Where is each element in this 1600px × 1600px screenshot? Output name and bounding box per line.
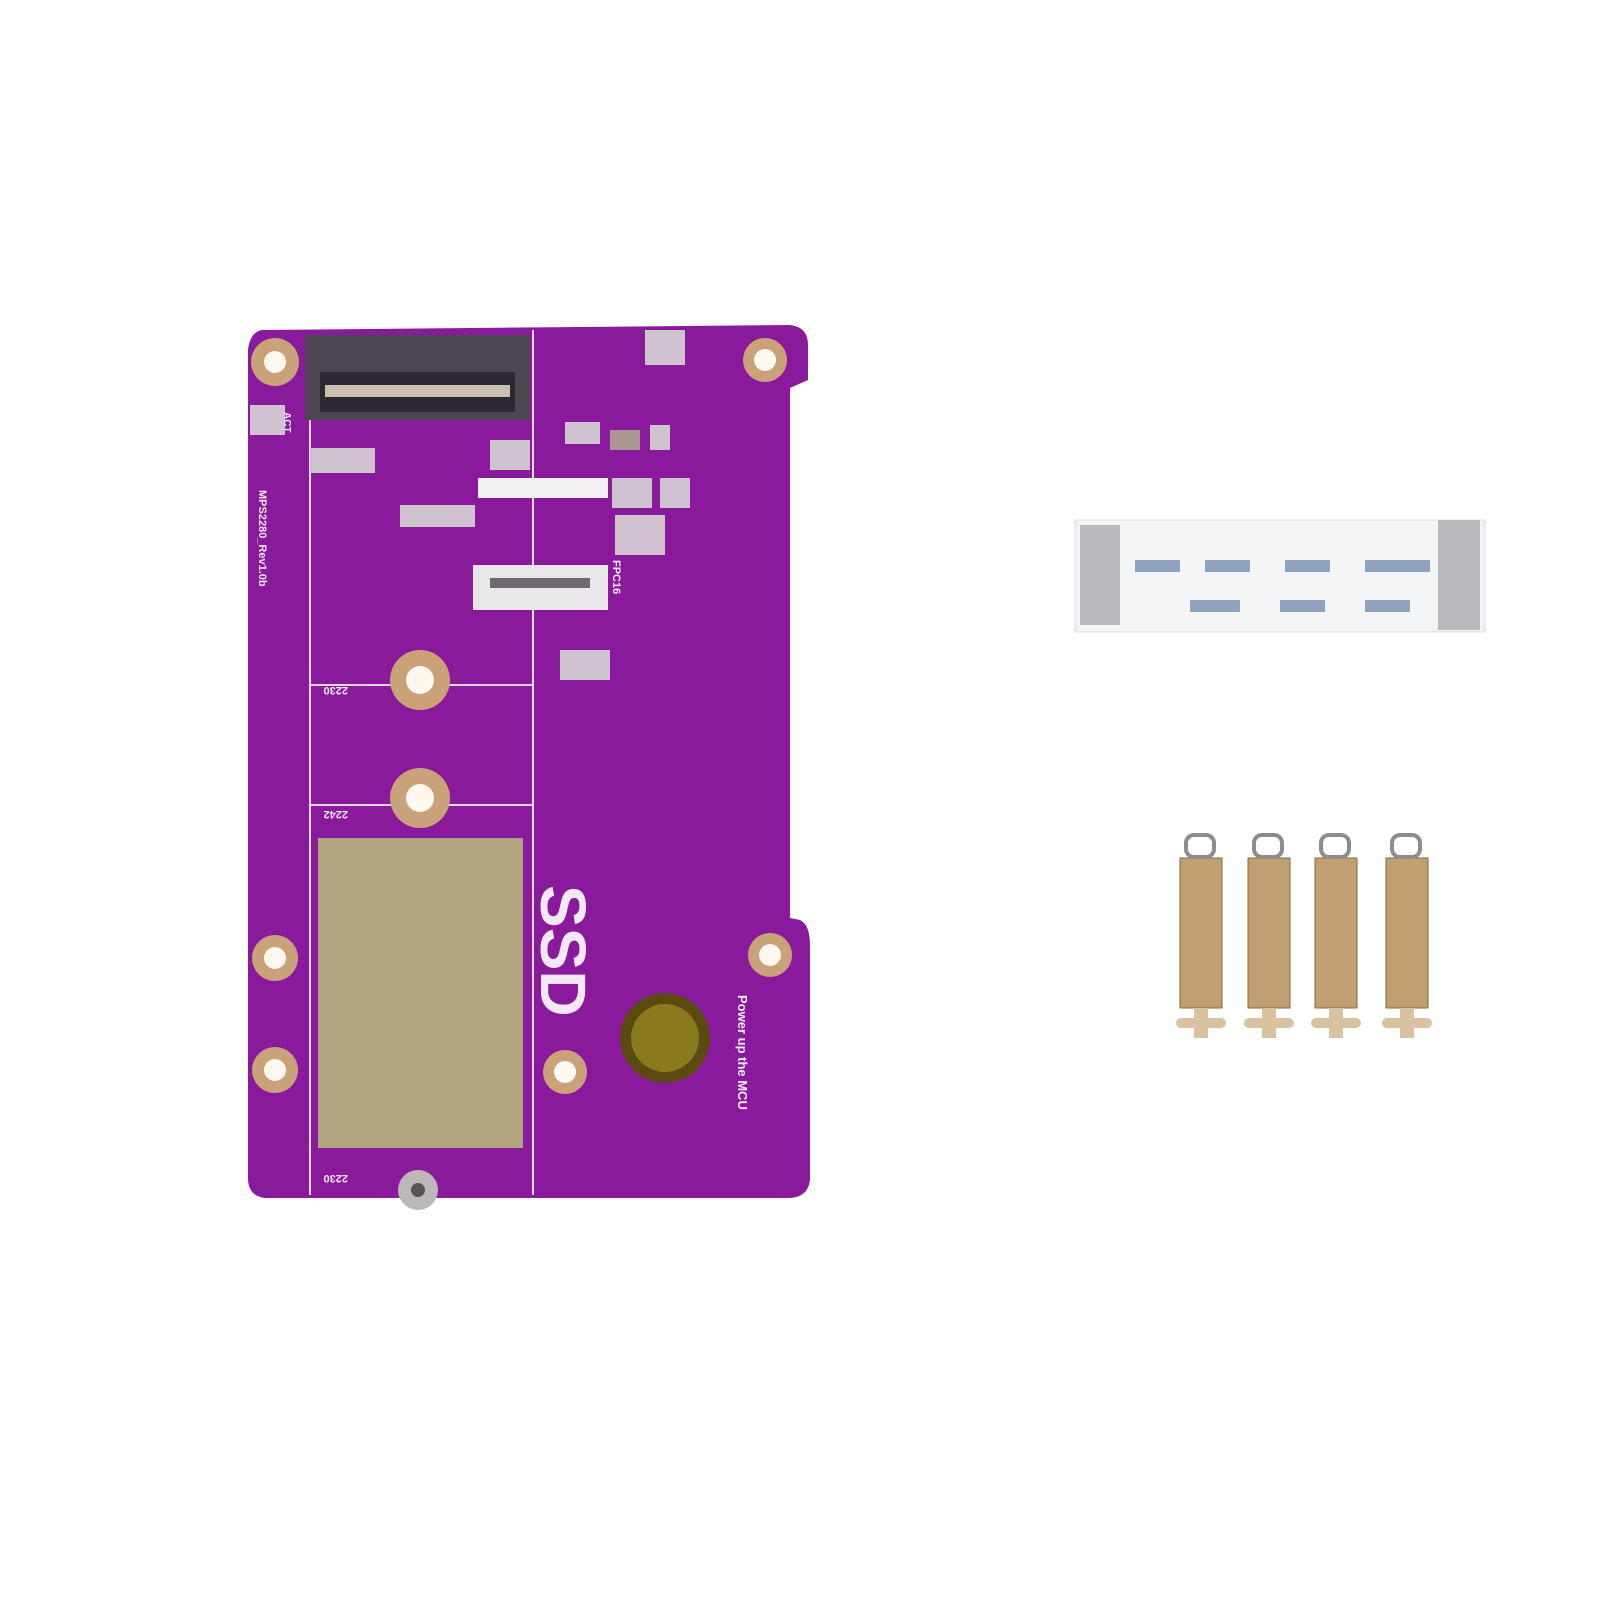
fpc-label: FPC16 [610, 560, 622, 595]
size-2242-label: 2242 [323, 808, 348, 820]
size-2230-label: 2230 [323, 684, 348, 696]
act-label: ACT [281, 412, 292, 433]
revision-label: MPS2280_Rev1.0b [256, 490, 268, 587]
gold-pad [318, 838, 523, 1148]
size-2230-bottom-label: 2230 [323, 1172, 348, 1184]
smd-components [250, 330, 690, 680]
coin-buzzer [620, 993, 710, 1083]
fpc-connector [473, 478, 608, 610]
brass-standoffs [1176, 833, 1432, 1038]
power-note-silkscreen: Power up the MCU [735, 995, 750, 1110]
m2-connector [305, 335, 530, 420]
mounting-holes [251, 338, 792, 1210]
ffc-ribbon-cable [1074, 519, 1486, 633]
ssd-silkscreen: SSD [527, 885, 599, 1017]
